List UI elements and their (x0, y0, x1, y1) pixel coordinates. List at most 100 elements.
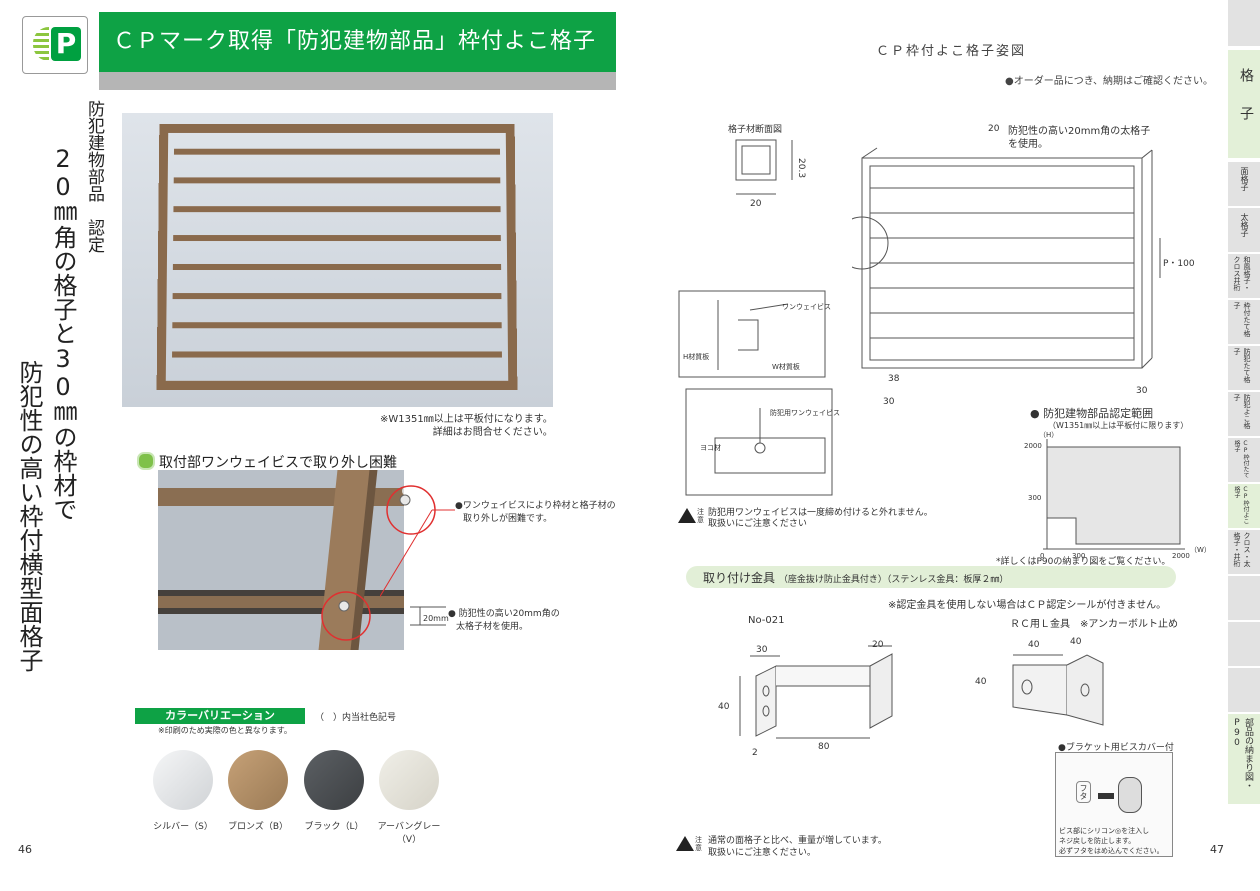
green-dot-icon (137, 452, 155, 470)
dim-40-b2b: 40 (1070, 637, 1082, 647)
caution-mark-1: 注意 (697, 508, 704, 524)
warning-icon-1 (678, 508, 696, 523)
swatch-silver (153, 750, 213, 810)
rc-label: ＲＣ用Ｌ金具 ※アンカーボルト止め (1010, 619, 1178, 630)
swatch-bronze (228, 750, 288, 810)
fitting-heading-bar (686, 566, 1176, 588)
section-label: 格子材断面図 (728, 125, 783, 135)
range-chart (1043, 439, 1185, 550)
dim-2-b1: 2 (752, 748, 758, 758)
yokozai-label: ヨコ材 (700, 444, 721, 452)
color-variation-note: （ ）内当社色記号 (315, 713, 397, 723)
dim-40-b2c: 40 (975, 677, 987, 687)
side-index-item-2[interactable]: 和風格子・クロス井桁 (1228, 254, 1260, 298)
dim-30-b: 30 (1136, 386, 1148, 396)
pitch-label: P・100 (1163, 259, 1195, 269)
side-index-item-7[interactable]: CP枠付よこ格子 (1228, 484, 1260, 528)
side-index-blank-3 (1228, 668, 1260, 712)
color-variation-label: カラーバリエーション (135, 708, 305, 724)
side-tab-top (1228, 0, 1260, 46)
side-index-item-6[interactable]: CP枠付たて格子 (1228, 438, 1260, 482)
bracket-no021-drawing (739, 645, 893, 739)
swatch-label-bronze: ブロンズ（B） (228, 822, 288, 832)
range-2000-w: 2000 (1172, 552, 1190, 560)
color-print-note: ※印刷のため実際の色と異なります。 (158, 726, 292, 735)
range-0: 0 (1040, 552, 1045, 560)
side-index-item-8[interactable]: クロス・太格子・井桁 (1228, 530, 1260, 574)
arrow-right-icon (1098, 793, 1114, 799)
dim-40-b2a: 40 (1028, 640, 1040, 650)
bracket-rc-drawing (1012, 654, 1104, 726)
vertical-line-1: 防犯建物部品 認定 (84, 100, 104, 253)
range-300-h: 300 (1028, 494, 1042, 502)
page-title: ＣＰマーク取得「防犯建物部品」枠付よこ格子 (99, 12, 616, 72)
side-index-item-4[interactable]: 防犯たて格子 (1228, 346, 1260, 390)
callout-leaders (380, 509, 455, 626)
dim-20: 20 (750, 199, 762, 209)
section-heading: 取付部ワンウェイビスで取り外し困難 (137, 452, 397, 472)
range-sub: （W1351㎜以上は平板付に限ります） (1048, 421, 1189, 430)
side-index-blank-2 (1228, 622, 1260, 666)
side-index-item-0[interactable]: 面格子 (1228, 162, 1260, 206)
caution-1: 防犯用ワンウェイビスは一度締め付けると外れません。 取扱いにご注意ください (708, 508, 933, 529)
dim-20-b1: 20 (872, 640, 884, 650)
oneway-screw-label: ワンウェイビス (782, 303, 831, 311)
dim-30-b1: 30 (756, 645, 768, 655)
range-w: （W） (1190, 546, 1211, 554)
screw-detail-drawing (678, 290, 826, 378)
product-photo (122, 113, 553, 407)
w-frame-label: W材質板 (772, 363, 800, 371)
detail-photo (158, 470, 404, 650)
front-elevation-drawing (852, 147, 1161, 369)
range-h: （H） (1039, 431, 1059, 439)
photo-note: ※W1351㎜以上は平板付になります。 詳細はお問合せください。 (380, 414, 553, 438)
swatch-label-silver: シルバー（S） (153, 822, 213, 832)
title-underline (99, 72, 616, 90)
callout-20mm-bar: ● 防犯性の高い20mm角の 太格子材を使用。 (448, 609, 560, 632)
caution-mark-2: 注意 (695, 836, 702, 852)
dimension-20mm: 20mm (423, 614, 449, 623)
cross-section-drawing (735, 139, 793, 195)
swatch-black (304, 750, 364, 810)
oneway-screw-label-2: 防犯用ワンウェイビス (770, 409, 840, 417)
dim-30-a: 30 (883, 397, 895, 407)
top-note: 防犯性の高い20mm角の太格子 を使用。 (1008, 126, 1151, 150)
screw-cover-icon (1118, 777, 1142, 813)
vertical-line-2: 20㎜角の格子と30㎜の枠材で (49, 145, 77, 521)
vertical-line-3: 防犯性の高い枠付横型面格子 (15, 360, 43, 672)
screw-section-drawing (685, 388, 833, 496)
fitting-heading: 取り付け金具 （座金抜け防止金具付き）（ステンレス金具：板厚２㎜） (703, 571, 1009, 585)
side-index-main-tab[interactable]: 格子 (1228, 50, 1260, 158)
callout-one-way-screw: ●ワンウェイビスにより枠材と格子材の 取り外しが困難です。 (455, 501, 616, 524)
dim-38: 38 (888, 374, 900, 384)
dim-20mm-top: 20 (988, 124, 1000, 134)
page-number-left: 46 (18, 843, 32, 856)
warning-icon-2 (676, 836, 694, 851)
cover-note: ビス部にシリコン◎を注入し ネジ戻しを防止します。 必ずフタをはめ込んでください… (1059, 827, 1164, 855)
futa-label: フタ (1076, 781, 1091, 803)
logo-c-mark (33, 27, 49, 61)
product-frame-image (156, 124, 518, 390)
dim-40-b1: 40 (718, 702, 730, 712)
h-frame-label: H材質板 (683, 353, 710, 361)
cp-logo: P (22, 16, 88, 74)
side-index-item-5[interactable]: 防犯よこ格子 (1228, 392, 1260, 436)
cp-note: ※認定金具を使用しない場合はＣＰ認定シールが付きません。 (888, 600, 1167, 611)
swatch-urban-gray (379, 750, 439, 810)
diagram-title: ＣＰ枠付よこ格子姿図 (876, 44, 1027, 59)
side-index-item-3[interactable]: 枠付たて格子 (1228, 300, 1260, 344)
page-number-right: 47 (1210, 843, 1224, 856)
side-index-blank-1 (1228, 576, 1260, 620)
range-300-w: 300 (1072, 552, 1086, 560)
swatch-label-black: ブラック（L） (304, 822, 364, 832)
p90-note: *詳しくはP90の納まり図をご覧ください。 (996, 557, 1171, 567)
bracket-cover-box: フタ ビス部にシリコン◎を注入し ネジ戻しを防止します。 必ずフタをはめ込んでく… (1055, 752, 1173, 857)
no021-label: No-021 (748, 615, 785, 626)
side-index-item-9[interactable]: 部品の納まり図・P90 (1228, 714, 1260, 804)
side-index-item-1[interactable]: 太格子 (1228, 208, 1260, 252)
dim-80-b1: 80 (818, 742, 830, 752)
range-title: ● 防犯建物部品認定範囲 (1030, 407, 1154, 420)
swatch-label-urban-gray: アーバングレー（V） (377, 822, 441, 845)
screw-icon (402, 486, 404, 496)
bracket-cover-label: ●ブラケット用ビスカバー付 (1058, 743, 1174, 753)
